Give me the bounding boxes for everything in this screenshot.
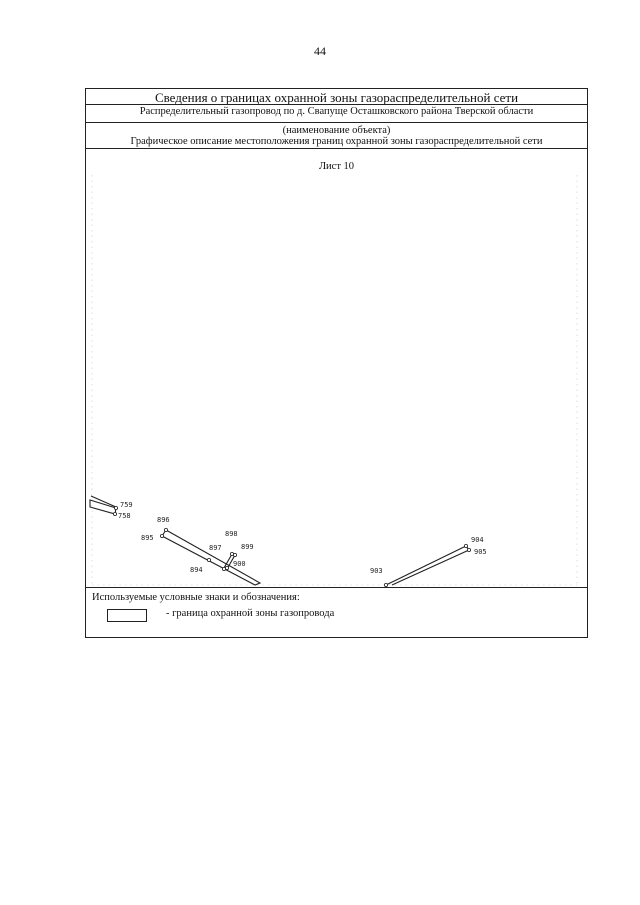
point-label-900: 900	[233, 560, 246, 568]
point-label-898: 898	[225, 530, 238, 538]
object-caption: (наименование объекта)	[282, 125, 391, 136]
point-marker-904	[463, 543, 468, 548]
legend-boundary-label: - граница охранной зоны газопровода	[166, 608, 335, 619]
point-marker-894	[207, 557, 212, 562]
boundary-line	[90, 495, 117, 508]
divider	[86, 104, 587, 105]
point-label-904: 904	[471, 536, 484, 544]
point-marker-758	[112, 511, 117, 516]
object-name: Распределительный газопровод по д. Свапу…	[139, 106, 534, 117]
boundary-line	[385, 545, 467, 586]
point-label-899: 899	[241, 543, 254, 551]
point-label-759: 759	[120, 501, 133, 509]
legend-boundary-swatch	[107, 609, 147, 622]
point-label-897: 897	[209, 544, 222, 552]
point-label-896: 896	[157, 516, 170, 524]
page-number: 44	[314, 44, 326, 58]
boundary-polygon-894-896	[161, 529, 262, 586]
document-frame: Сведения о границах охранной зоны газора…	[85, 88, 588, 638]
point-marker-896	[164, 527, 169, 532]
point-label-894: 894	[190, 566, 203, 574]
divider	[86, 122, 587, 123]
section-title: Графическое описание местоположения гран…	[130, 136, 543, 147]
point-label-905: 905	[474, 548, 487, 556]
point-marker-759	[113, 505, 118, 510]
legend-title: Используемые условные знаки и обозначени…	[92, 592, 300, 603]
divider	[86, 587, 587, 588]
point-marker-905	[466, 547, 471, 552]
point-marker-900	[221, 566, 226, 571]
point-marker-899	[232, 552, 237, 557]
divider	[86, 148, 587, 149]
boundary-line	[391, 549, 470, 586]
point-label-903: 903	[370, 567, 383, 575]
boundary-map: 759 758 896 895 898 897 899 894 900 903 …	[89, 175, 578, 587]
point-label-758: 758	[118, 512, 131, 520]
point-marker-895	[160, 533, 165, 538]
document-title: Сведения о границах охранной зоны газора…	[154, 90, 519, 105]
point-marker-903	[383, 582, 388, 587]
point-label-895: 895	[141, 534, 154, 542]
boundary-polygon-758-759	[89, 499, 117, 515]
sheet-label: Лист 10	[318, 161, 355, 172]
